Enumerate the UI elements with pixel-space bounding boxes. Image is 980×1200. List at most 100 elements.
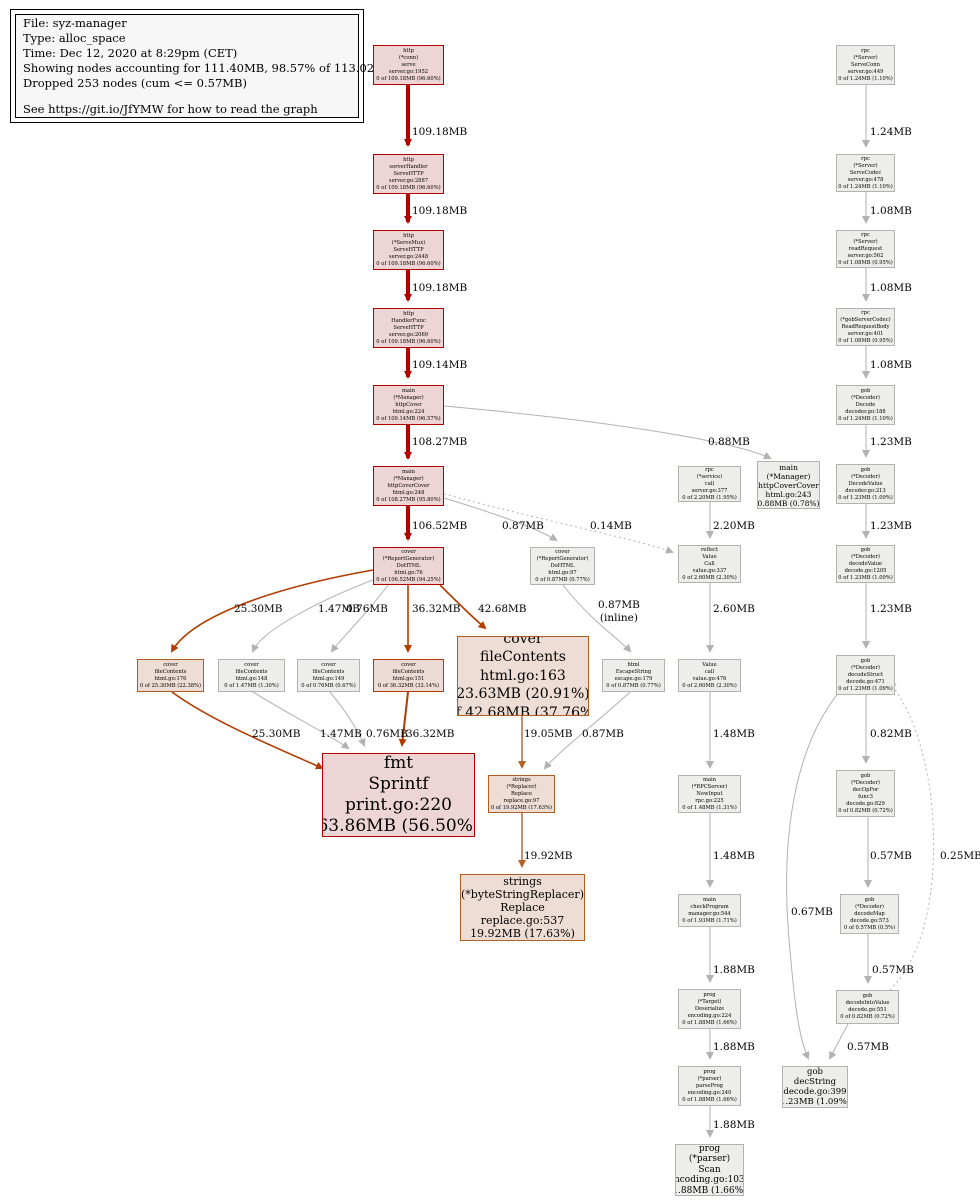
node-line: Value [702,553,717,560]
legend-link[interactable]: See https://git.io/JfYMW for how to read… [23,102,318,116]
edge-e8[interactable] [443,497,558,542]
node-line: (*conn) [398,54,419,61]
edge-label-e17: 1.47MB [320,728,362,741]
edge-e16[interactable] [171,691,324,770]
edge-label-e22: 19.92MB [524,850,573,863]
node-line: 0 of 108.27MB (95.80%) [376,496,441,503]
edge-e17[interactable] [252,691,350,750]
node-line: of 42.68MB (37.76%) [458,704,588,716]
node-line: 1.88MB (1.66%) [675,1185,744,1196]
edge-e14[interactable] [439,584,487,630]
edge-label-e3: 109.18MB [412,282,467,295]
node-line: (*Decoder) [851,779,880,786]
node-line: gob [862,993,873,999]
node-line: 0 of 2.20MB (1.95%) [682,494,737,501]
node-line: 0 of 1.23MB (1.09%) [838,494,893,501]
node-line: server.go:401 [847,330,884,337]
node-line: server.go:449 [847,68,884,75]
node-line: 0.88MB (0.78%) [757,498,820,508]
edge-label-e4: 109.14MB [412,359,467,372]
node-line: Replace [500,901,545,914]
edge-label-e39: 0.57MB [872,964,914,977]
node-line: decodeIntoValue [845,1000,890,1006]
node-line: 0 of 109.18MB (96.60%) [376,75,441,82]
node-line: cover [163,661,178,668]
edge-e40[interactable] [786,679,851,1060]
edge-label-line: 1.23MB [870,603,912,615]
node-line: http [403,156,414,163]
edge-label-e11: 1.47MB [318,603,360,616]
edge-e11[interactable] [251,577,379,653]
node-line: http [403,232,414,239]
node-line: fileContents [312,668,345,675]
edge-e12[interactable] [330,584,389,653]
node-line: (*Decoder) [851,473,880,480]
node-line: decodeMap [854,910,885,917]
edge-e10[interactable] [170,569,374,653]
node-line: 1.23MB (1.09%) [782,1097,848,1107]
node-line: server.go:1952 [388,68,429,75]
node-line: ServeHTTP [393,324,424,331]
edge-e9[interactable] [443,493,674,554]
edge-label-e9: 0.14MB [590,520,632,533]
edge-e6[interactable] [443,405,772,460]
edge-label-line: 108.27MB [412,436,468,448]
node-line: call [704,668,715,675]
node-line: (*Decoder) [851,664,880,671]
node-line: server.go:2887 [388,177,429,184]
node-parser-scan[interactable]: prog(*parser)Scanencoding.go:10371.88MB … [675,1144,744,1196]
edge-label-line: 1.23MB [870,436,912,448]
edge-e18[interactable] [329,691,366,747]
edge-label-e34: 1.23MB [870,436,912,449]
node-line: cover [321,661,336,668]
node-line: 23.63MB (20.91%) [457,686,589,703]
node-line: 0 of 1.88MB (1.66%) [682,1096,737,1103]
edge-label-line: 1.88MB [713,1041,755,1053]
edge-e21[interactable] [543,691,631,770]
node-line: (*ServeMux) [391,239,426,246]
node-line: reflect [700,546,719,553]
edge-label-e25: 1.48MB [713,728,755,741]
edge-label-line: 0.57MB [870,850,912,862]
edge-e19[interactable] [398,691,409,747]
edge-e42[interactable] [829,1023,849,1060]
edge-e15[interactable] [562,584,632,653]
